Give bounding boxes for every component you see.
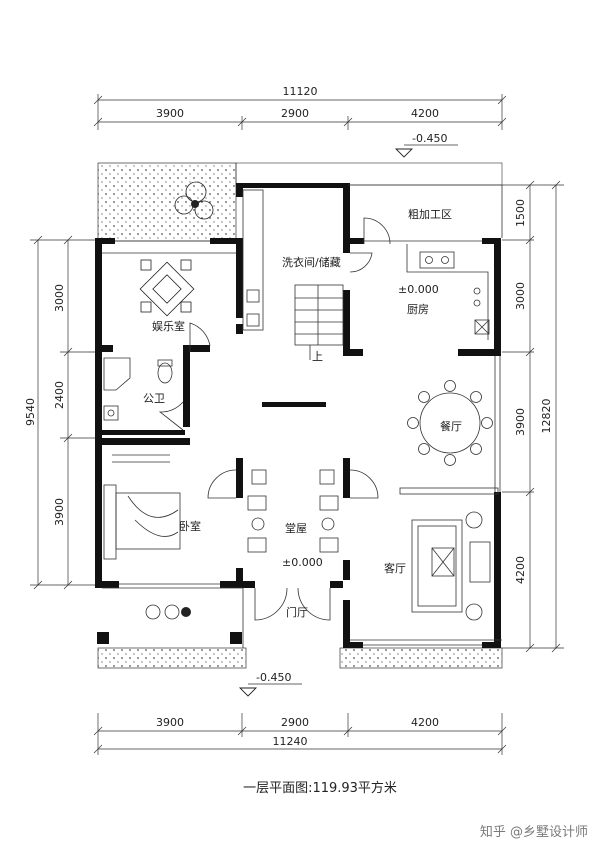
- top-apron-outline: [235, 162, 503, 186]
- room-label-main-hall: 堂屋: [285, 522, 307, 535]
- terrace-hatch-bottom-right: [339, 647, 503, 669]
- terrace-hatch-bottom-left: [97, 647, 247, 669]
- room-label-kitchen: 厨房: [407, 303, 429, 316]
- right-dimension-2: 3000: [514, 282, 527, 310]
- elevation-marker-top: [394, 144, 458, 158]
- hall-furniture: [247, 469, 339, 553]
- room-label-bedroom: 卧室: [179, 519, 201, 533]
- left-dimension-2: 2400: [53, 381, 66, 409]
- plant-icon: [174, 181, 214, 220]
- bottom-dimension-2: 2900: [281, 716, 309, 729]
- top-dimension-lines: [93, 94, 507, 130]
- bottom-total-dimension: 11240: [273, 735, 308, 748]
- porch-table-icon: [145, 604, 191, 620]
- room-label-entertainment: 娱乐室: [152, 319, 185, 333]
- room-label-processing-area: 粗加工区: [408, 208, 452, 221]
- door-swings: [158, 217, 391, 621]
- bottom-dimension-3: 4200: [411, 716, 439, 729]
- left-dimension-1: 3000: [53, 284, 66, 312]
- room-label-laundry-storage: 洗衣间/储藏: [282, 255, 341, 269]
- bathroom-fixtures: [103, 357, 173, 421]
- room-label-living: 客厅: [384, 561, 406, 575]
- kitchen-elevation-label: ±0.000: [398, 283, 439, 296]
- right-dimension-3: 3900: [514, 408, 527, 436]
- walls: [95, 183, 501, 648]
- room-label-foyer: 门厅: [286, 605, 308, 619]
- top-dimension-1: 3900: [156, 107, 184, 120]
- stair-up-label: 上: [312, 350, 323, 363]
- hall-partition: [262, 402, 326, 407]
- left-dimension-3: 3900: [53, 498, 66, 526]
- terrace-hatch-top-left: [97, 162, 237, 242]
- dining-table-icon: [407, 380, 493, 466]
- watermark: 知乎 @乡墅设计师: [480, 824, 588, 840]
- right-total-dimension: 12820: [540, 399, 553, 434]
- top-dimension-3: 4200: [411, 107, 439, 120]
- bed-icon: [103, 454, 181, 560]
- room-label-bathroom: 公卫: [143, 392, 165, 405]
- left-total-dimension: 9540: [24, 398, 37, 426]
- top-total-dimension: 11120: [283, 85, 318, 98]
- room-label-dining: 餐厅: [440, 419, 462, 433]
- bottom-dimension-1: 3900: [156, 716, 184, 729]
- hall-elevation-label: ±0.000: [282, 556, 323, 569]
- staircase: [294, 284, 344, 360]
- right-dimension-1: 1500: [514, 199, 527, 227]
- table-set-icon: [139, 259, 195, 317]
- laundry-fixtures: [242, 189, 264, 331]
- plan-caption: 一层平面图:119.93平方米: [243, 780, 397, 796]
- interior-lines: [102, 184, 503, 648]
- elevation-top-label: -0.450: [412, 132, 447, 145]
- bottom-dimension-lines: [93, 713, 507, 755]
- sofa-set-icon: [399, 487, 499, 621]
- right-dimension-4: 4200: [514, 556, 527, 584]
- left-dimension-lines: [30, 235, 100, 590]
- right-dimension-lines: [502, 180, 564, 653]
- elevation-bottom-label: -0.450: [256, 671, 291, 684]
- kitchen-fixtures: [406, 244, 490, 340]
- elevation-marker-bottom: [238, 683, 302, 697]
- top-dimension-2: 2900: [281, 107, 309, 120]
